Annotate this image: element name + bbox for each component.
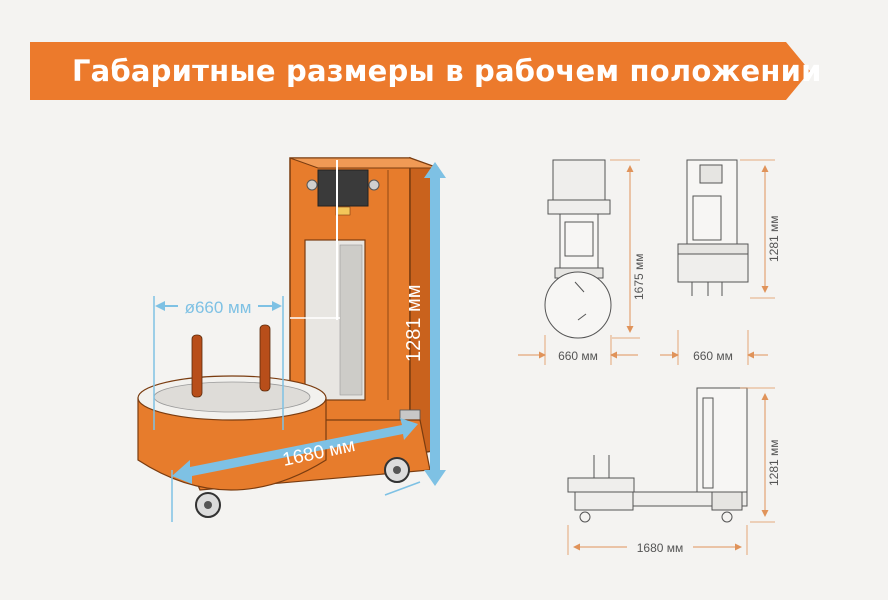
front-view-drawing: [544, 159, 612, 339]
bottom-height-label: 1281 мм: [767, 439, 781, 486]
front-height-label: 1675 мм: [632, 253, 646, 300]
main-dimensions: ø660 мм 1281 мм 1680 мм: [153, 162, 446, 522]
diameter-label-bg: [178, 295, 258, 317]
front-width-label: 660 мм: [558, 349, 598, 363]
front-view-dimensions: 1675 мм 660 мм: [518, 159, 646, 365]
control-panel: [317, 169, 369, 207]
bottom-length-label: 1680 мм: [637, 541, 684, 555]
bottom-view-dimensions: 1281 мм 1680 мм: [567, 387, 781, 555]
main-machine-view: ø660 мм 1281 мм 1680 мм: [137, 156, 446, 522]
height-arrow: [424, 162, 446, 486]
side-height-label: 1281 мм: [767, 215, 781, 262]
side-width-label: 660 мм: [693, 349, 733, 363]
banner-shape: [30, 42, 810, 100]
machine-column: [289, 156, 439, 456]
main-height-label: 1281 мм: [403, 284, 425, 362]
wheels: [195, 457, 410, 518]
length-arrow: [172, 418, 418, 484]
title-banner: Габаритные размеры в рабочем положении: [30, 42, 821, 100]
diameter-label: ø660 мм: [185, 298, 252, 317]
bottom-view-drawing: [567, 387, 748, 523]
page-title: Габаритные размеры в рабочем положении: [72, 54, 822, 88]
side-view-drawing: [677, 159, 749, 296]
side-view-dimensions: 1281 мм 660 мм: [660, 159, 781, 365]
